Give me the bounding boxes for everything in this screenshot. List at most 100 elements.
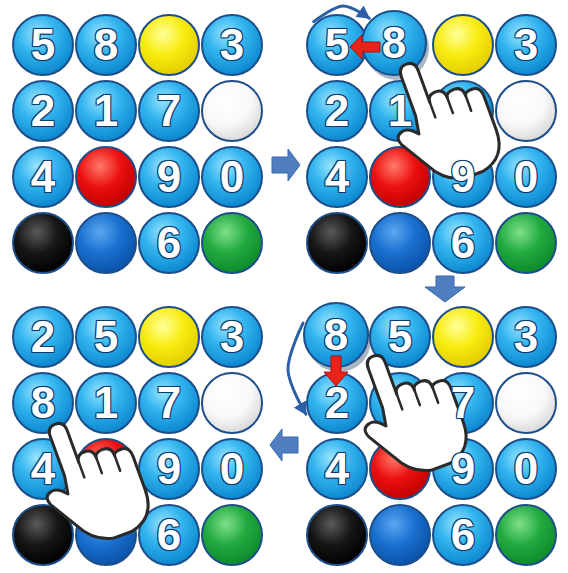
- blue-ball: [76, 213, 136, 273]
- blue-ball: [370, 213, 430, 273]
- ball-outline: [307, 147, 367, 207]
- number-ball: 0: [495, 438, 557, 500]
- yellow-ball: [139, 15, 199, 75]
- ball-outline: [433, 213, 493, 273]
- ball-number: 6: [432, 504, 494, 566]
- number-ball: 5: [369, 306, 431, 368]
- ball-number: 1: [75, 372, 137, 434]
- white-ball: [496, 81, 556, 141]
- white-ball: [202, 373, 262, 433]
- number-ball: 9: [138, 438, 200, 500]
- ball-outline: [13, 147, 73, 207]
- ball-outline: [139, 373, 199, 433]
- number-ball: 6: [432, 212, 494, 274]
- number-ball: 6: [138, 212, 200, 274]
- ball-number: 5: [12, 14, 74, 76]
- number-ball: 2: [12, 80, 74, 142]
- number-ball: 8: [12, 372, 74, 434]
- ball-outline: [76, 373, 136, 433]
- ball-outline: [13, 307, 73, 367]
- ball-number: 6: [138, 504, 200, 566]
- number-ball: 2: [12, 306, 74, 368]
- ball-outline: [202, 15, 262, 75]
- number-ball: 9: [138, 146, 200, 208]
- number-ball: 2: [306, 80, 368, 142]
- ball-number: 5: [306, 14, 368, 76]
- number-ball: 6: [432, 504, 494, 566]
- ball-number: 3: [201, 306, 263, 368]
- number-ball: 8: [75, 14, 137, 76]
- ball-number: 7: [138, 80, 200, 142]
- ball-outline: [307, 81, 367, 141]
- green-ball: [202, 505, 262, 565]
- ball-number: 4: [12, 146, 74, 208]
- green-ball: [202, 213, 262, 273]
- ball-number: 3: [495, 306, 557, 368]
- green-ball: [496, 505, 556, 565]
- ball-number: 2: [12, 80, 74, 142]
- step-arrow: [270, 429, 298, 461]
- ball-number: 5: [75, 306, 137, 368]
- ball-number: 7: [138, 372, 200, 434]
- ball-outline: [13, 81, 73, 141]
- ball-number: 1: [75, 80, 137, 142]
- ball-number: 4: [306, 438, 368, 500]
- ball-number: 9: [138, 146, 200, 208]
- number-ball: 9: [432, 146, 494, 208]
- number-ball: 4: [306, 146, 368, 208]
- ball-outline: [433, 505, 493, 565]
- ball-outline: [76, 307, 136, 367]
- ball-number: 0: [495, 438, 557, 500]
- number-ball: 0: [201, 438, 263, 500]
- ball-number: 9: [432, 438, 494, 500]
- ball-outline: [307, 439, 367, 499]
- number-ball: 6: [138, 504, 200, 566]
- ball-number: 2: [306, 80, 368, 142]
- number-ball: 5: [75, 306, 137, 368]
- ball-outline: [139, 147, 199, 207]
- black-ball: [307, 505, 367, 565]
- ball-number: 9: [432, 146, 494, 208]
- number-ball: 7: [138, 372, 200, 434]
- yellow-ball: [139, 307, 199, 367]
- ball-number: 2: [12, 306, 74, 368]
- number-ball: 4: [12, 146, 74, 208]
- number-ball: 4: [306, 438, 368, 500]
- ball-outline: [202, 439, 262, 499]
- ball-number: 8: [303, 302, 369, 368]
- number-ball: 0: [201, 146, 263, 208]
- pointing-hand: [24, 403, 157, 555]
- pointing-hand: [342, 335, 475, 487]
- number-ball: 3: [201, 306, 263, 368]
- ball-outline: [202, 147, 262, 207]
- ball-outline: [496, 15, 556, 75]
- number-ball: 3: [495, 14, 557, 76]
- ball-outline: [139, 81, 199, 141]
- ball-outline: [76, 15, 136, 75]
- step-arrow: [425, 276, 465, 302]
- number-ball: 8: [303, 302, 369, 368]
- black-ball: [13, 213, 73, 273]
- number-ball: 1: [369, 80, 431, 142]
- ball-outline: [496, 439, 556, 499]
- number-ball: 9: [432, 438, 494, 500]
- ball-number: 6: [138, 212, 200, 274]
- white-ball: [202, 81, 262, 141]
- ball-outline: [76, 81, 136, 141]
- ball-outline: [13, 15, 73, 75]
- black-ball: [307, 213, 367, 273]
- ball-number: 4: [12, 438, 74, 500]
- number-ball: 2: [306, 372, 368, 434]
- ball-number: 2: [306, 372, 368, 434]
- white-ball: [496, 373, 556, 433]
- step-arrow: [272, 149, 300, 181]
- ball-number: 8: [361, 10, 427, 76]
- number-ball: 3: [201, 14, 263, 76]
- drag-arrow: [324, 356, 348, 386]
- ball-outline: [496, 147, 556, 207]
- ball-outline: [307, 373, 367, 433]
- ball-number: 3: [201, 14, 263, 76]
- ball-outline: [496, 307, 556, 367]
- ball-number: 0: [495, 146, 557, 208]
